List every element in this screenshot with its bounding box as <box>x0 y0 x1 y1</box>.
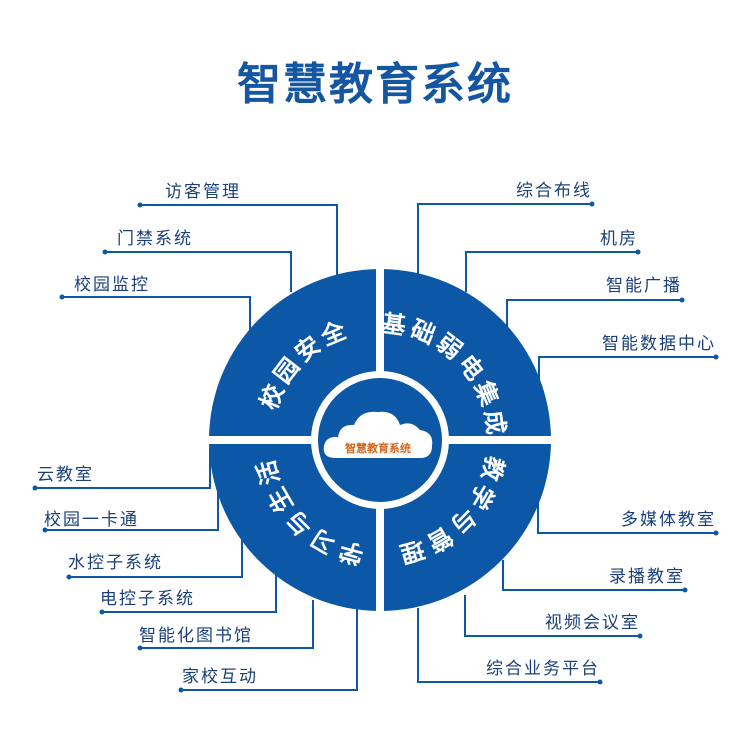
labels: 访客管理 门禁系统 校园监控 综合布线 机房 智能广播 智能数据中心 云教室 校… <box>37 181 716 687</box>
label-cabling[interactable]: 综合布线 <box>516 181 592 201</box>
label-campus-card[interactable]: 校园一卡通 <box>44 510 139 530</box>
label-server-room[interactable]: 机房 <box>600 229 638 249</box>
label-video-conference[interactable]: 视频会议室 <box>545 613 640 633</box>
label-data-center[interactable]: 智能数据中心 <box>602 334 716 354</box>
label-recording-classroom[interactable]: 录播教室 <box>609 567 685 587</box>
label-water-control[interactable]: 水控子系统 <box>68 553 163 573</box>
cloud-icon <box>323 411 433 458</box>
label-smart-broadcast[interactable]: 智能广播 <box>606 276 682 296</box>
label-home-school[interactable]: 家校互动 <box>182 667 258 687</box>
center-label: 智慧教育系统 <box>345 441 411 455</box>
label-access-control[interactable]: 门禁系统 <box>117 229 193 249</box>
label-multimedia-classroom[interactable]: 多媒体教室 <box>621 510 716 530</box>
label-visitor-management[interactable]: 访客管理 <box>165 182 241 202</box>
label-campus-monitoring[interactable]: 校园监控 <box>74 275 150 295</box>
label-power-control[interactable]: 电控子系统 <box>100 589 195 609</box>
leader-lines <box>32 201 719 693</box>
page-title: 智慧教育系统 <box>237 59 513 110</box>
label-business-platform[interactable]: 综合业务平台 <box>486 659 600 679</box>
label-smart-library[interactable]: 智能化图书馆 <box>139 626 253 646</box>
label-cloud-classroom[interactable]: 云教室 <box>37 465 94 485</box>
